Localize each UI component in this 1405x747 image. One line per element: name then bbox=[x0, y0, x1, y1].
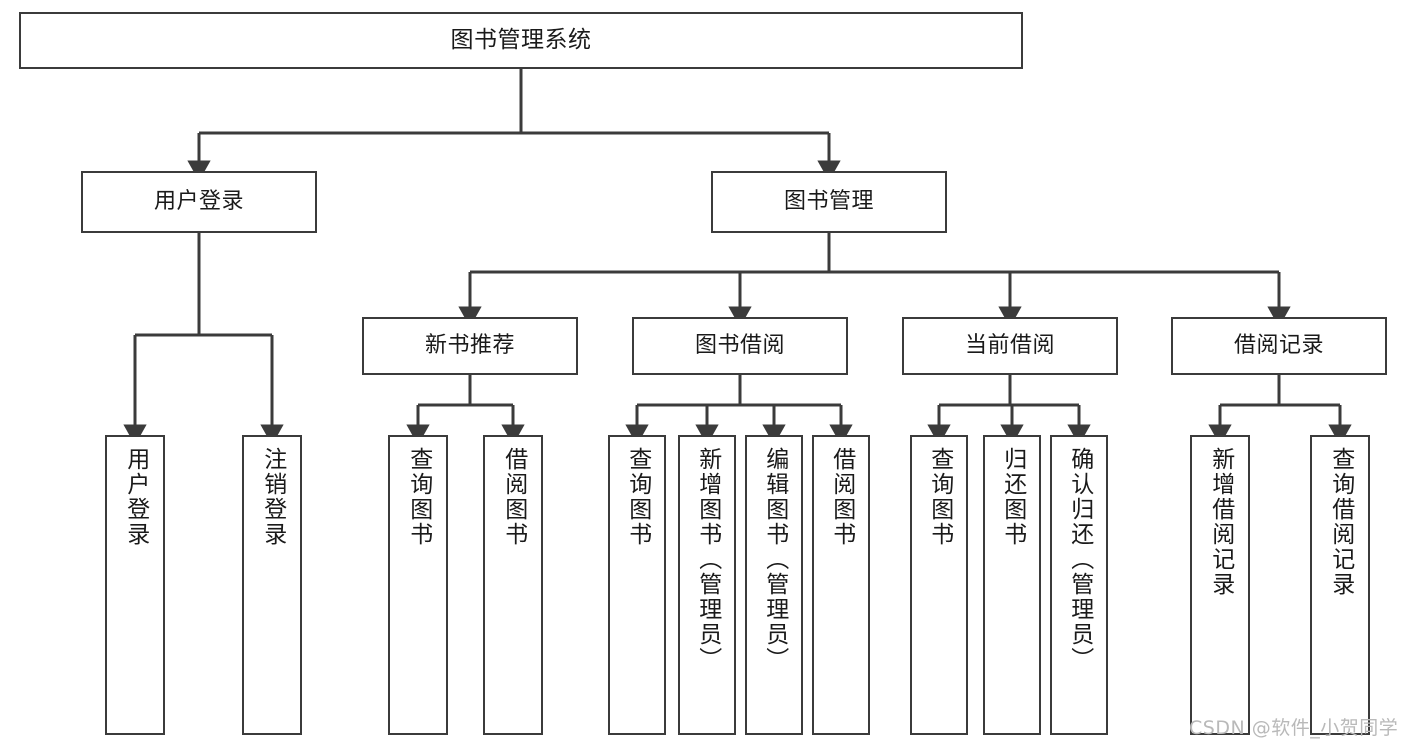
node-user-login[interactable]: 用户登录 bbox=[81, 171, 317, 233]
node-label: 借阅记录 bbox=[1233, 332, 1324, 358]
node-label: 图书管理系统 bbox=[450, 26, 592, 53]
node-leaf-cb-confirm[interactable]: 确认归还（管理员） bbox=[1050, 435, 1108, 735]
node-label: 图书管理 bbox=[783, 188, 874, 214]
node-leaf-bb-add[interactable]: 新增图书（管理员） bbox=[678, 435, 736, 735]
node-leaf-rec-borrow[interactable]: 借阅图书 bbox=[483, 435, 543, 735]
node-label: 查询借阅记录 bbox=[1327, 447, 1354, 597]
node-leaf-cb-query[interactable]: 查询图书 bbox=[910, 435, 968, 735]
node-leaf-bb-edit[interactable]: 编辑图书（管理员） bbox=[745, 435, 803, 735]
node-leaf-br-query[interactable]: 查询借阅记录 bbox=[1310, 435, 1370, 735]
node-leaf-user-login[interactable]: 用户登录 bbox=[105, 435, 165, 735]
node-label: 借阅图书 bbox=[500, 447, 527, 547]
node-new-book-rec[interactable]: 新书推荐 bbox=[362, 317, 578, 375]
node-label: 查询图书 bbox=[926, 447, 953, 547]
node-leaf-rec-query[interactable]: 查询图书 bbox=[388, 435, 448, 735]
node-label: 新增图书（管理员） bbox=[694, 447, 721, 672]
node-label: 当前借阅 bbox=[964, 332, 1055, 358]
node-label: 图书借阅 bbox=[694, 332, 785, 358]
node-leaf-br-add[interactable]: 新增借阅记录 bbox=[1190, 435, 1250, 735]
node-label: 新书推荐 bbox=[424, 332, 515, 358]
node-borrow-record[interactable]: 借阅记录 bbox=[1171, 317, 1387, 375]
node-current-borrow[interactable]: 当前借阅 bbox=[902, 317, 1118, 375]
node-leaf-cb-return[interactable]: 归还图书 bbox=[983, 435, 1041, 735]
node-leaf-bb-query[interactable]: 查询图书 bbox=[608, 435, 666, 735]
node-leaf-logout[interactable]: 注销登录 bbox=[242, 435, 302, 735]
node-label: 编辑图书（管理员） bbox=[761, 447, 788, 672]
node-book-manage[interactable]: 图书管理 bbox=[711, 171, 947, 233]
node-label: 查询图书 bbox=[405, 447, 432, 547]
node-label: 查询图书 bbox=[624, 447, 651, 547]
node-leaf-bb-borrow[interactable]: 借阅图书 bbox=[812, 435, 870, 735]
node-label: 新增借阅记录 bbox=[1207, 447, 1234, 597]
node-label: 借阅图书 bbox=[828, 447, 855, 547]
node-label: 注销登录 bbox=[259, 447, 286, 547]
node-label: 归还图书 bbox=[999, 447, 1026, 547]
node-label: 用户登录 bbox=[153, 188, 244, 214]
node-root[interactable]: 图书管理系统 bbox=[19, 12, 1023, 69]
node-label: 用户登录 bbox=[122, 447, 149, 547]
node-label: 确认归还（管理员） bbox=[1066, 447, 1093, 672]
node-book-borrow[interactable]: 图书借阅 bbox=[632, 317, 848, 375]
